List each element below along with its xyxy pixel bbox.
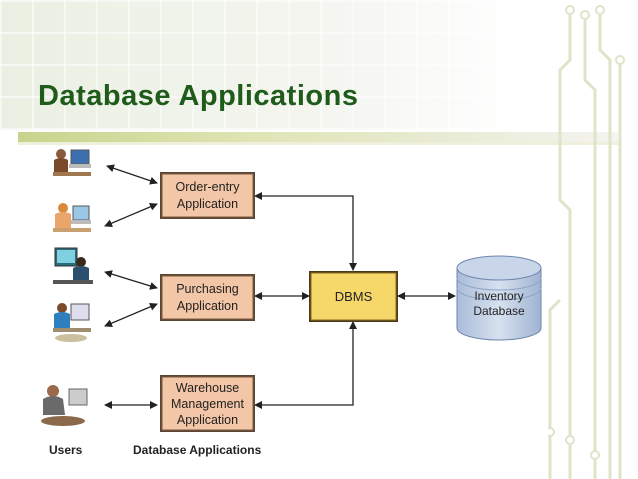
app-label-line: Application xyxy=(177,413,238,427)
app-order-entry[interactable]: Order-entry Application xyxy=(160,172,255,219)
app-purchasing[interactable]: Purchasing Application xyxy=(160,274,255,321)
application-boxes[interactable]: Order-entry Application Purchasing Appli… xyxy=(160,172,255,432)
arrow-order-entry-dbms xyxy=(254,192,357,271)
dbms-label: DBMS xyxy=(335,289,373,304)
header-stripe-shadow xyxy=(18,142,618,145)
user-at-computer-icon xyxy=(41,385,88,426)
slide-title: Database Applications xyxy=(38,80,359,112)
arrow-warehouse-dbms xyxy=(254,321,357,409)
database-label-line: Database xyxy=(473,304,525,318)
arrow-user4-purchasing xyxy=(104,303,158,327)
arrow-user2-order-entry xyxy=(104,203,158,227)
inventory-database-cylinder[interactable]: Inventory Database xyxy=(456,255,542,341)
user-at-computer-icon xyxy=(53,203,91,232)
header-stripe xyxy=(18,132,618,142)
user-at-computer-icon xyxy=(53,247,93,284)
app-label-line: Order-entry xyxy=(176,180,241,194)
caption-users: Users xyxy=(49,443,83,457)
app-label-line: Management xyxy=(171,397,244,411)
user-at-computer-icon xyxy=(53,149,91,176)
app-label-line: Purchasing xyxy=(176,282,239,296)
app-label-line: Application xyxy=(177,299,238,313)
arrow-user3-purchasing xyxy=(104,270,158,290)
circuit-decoration xyxy=(545,5,625,479)
connectors xyxy=(104,164,456,409)
app-label-line: Application xyxy=(177,197,238,211)
app-warehouse-management[interactable]: Warehouse Management Application xyxy=(160,375,255,432)
database-label-line: Inventory xyxy=(474,289,523,303)
caption-database-applications: Database Applications xyxy=(133,443,262,457)
user-icons xyxy=(41,149,93,426)
arrow-user1-order-entry xyxy=(106,164,158,185)
app-label-line: Warehouse xyxy=(176,381,240,395)
architecture-diagram: Order-entry Application Purchasing Appli… xyxy=(41,149,542,457)
user-at-computer-icon xyxy=(53,303,91,342)
diagram-panel: Order-entry Application Purchasing Appli… xyxy=(39,146,548,466)
dbms-box[interactable]: DBMS xyxy=(309,271,398,322)
background-tiles xyxy=(0,0,520,130)
